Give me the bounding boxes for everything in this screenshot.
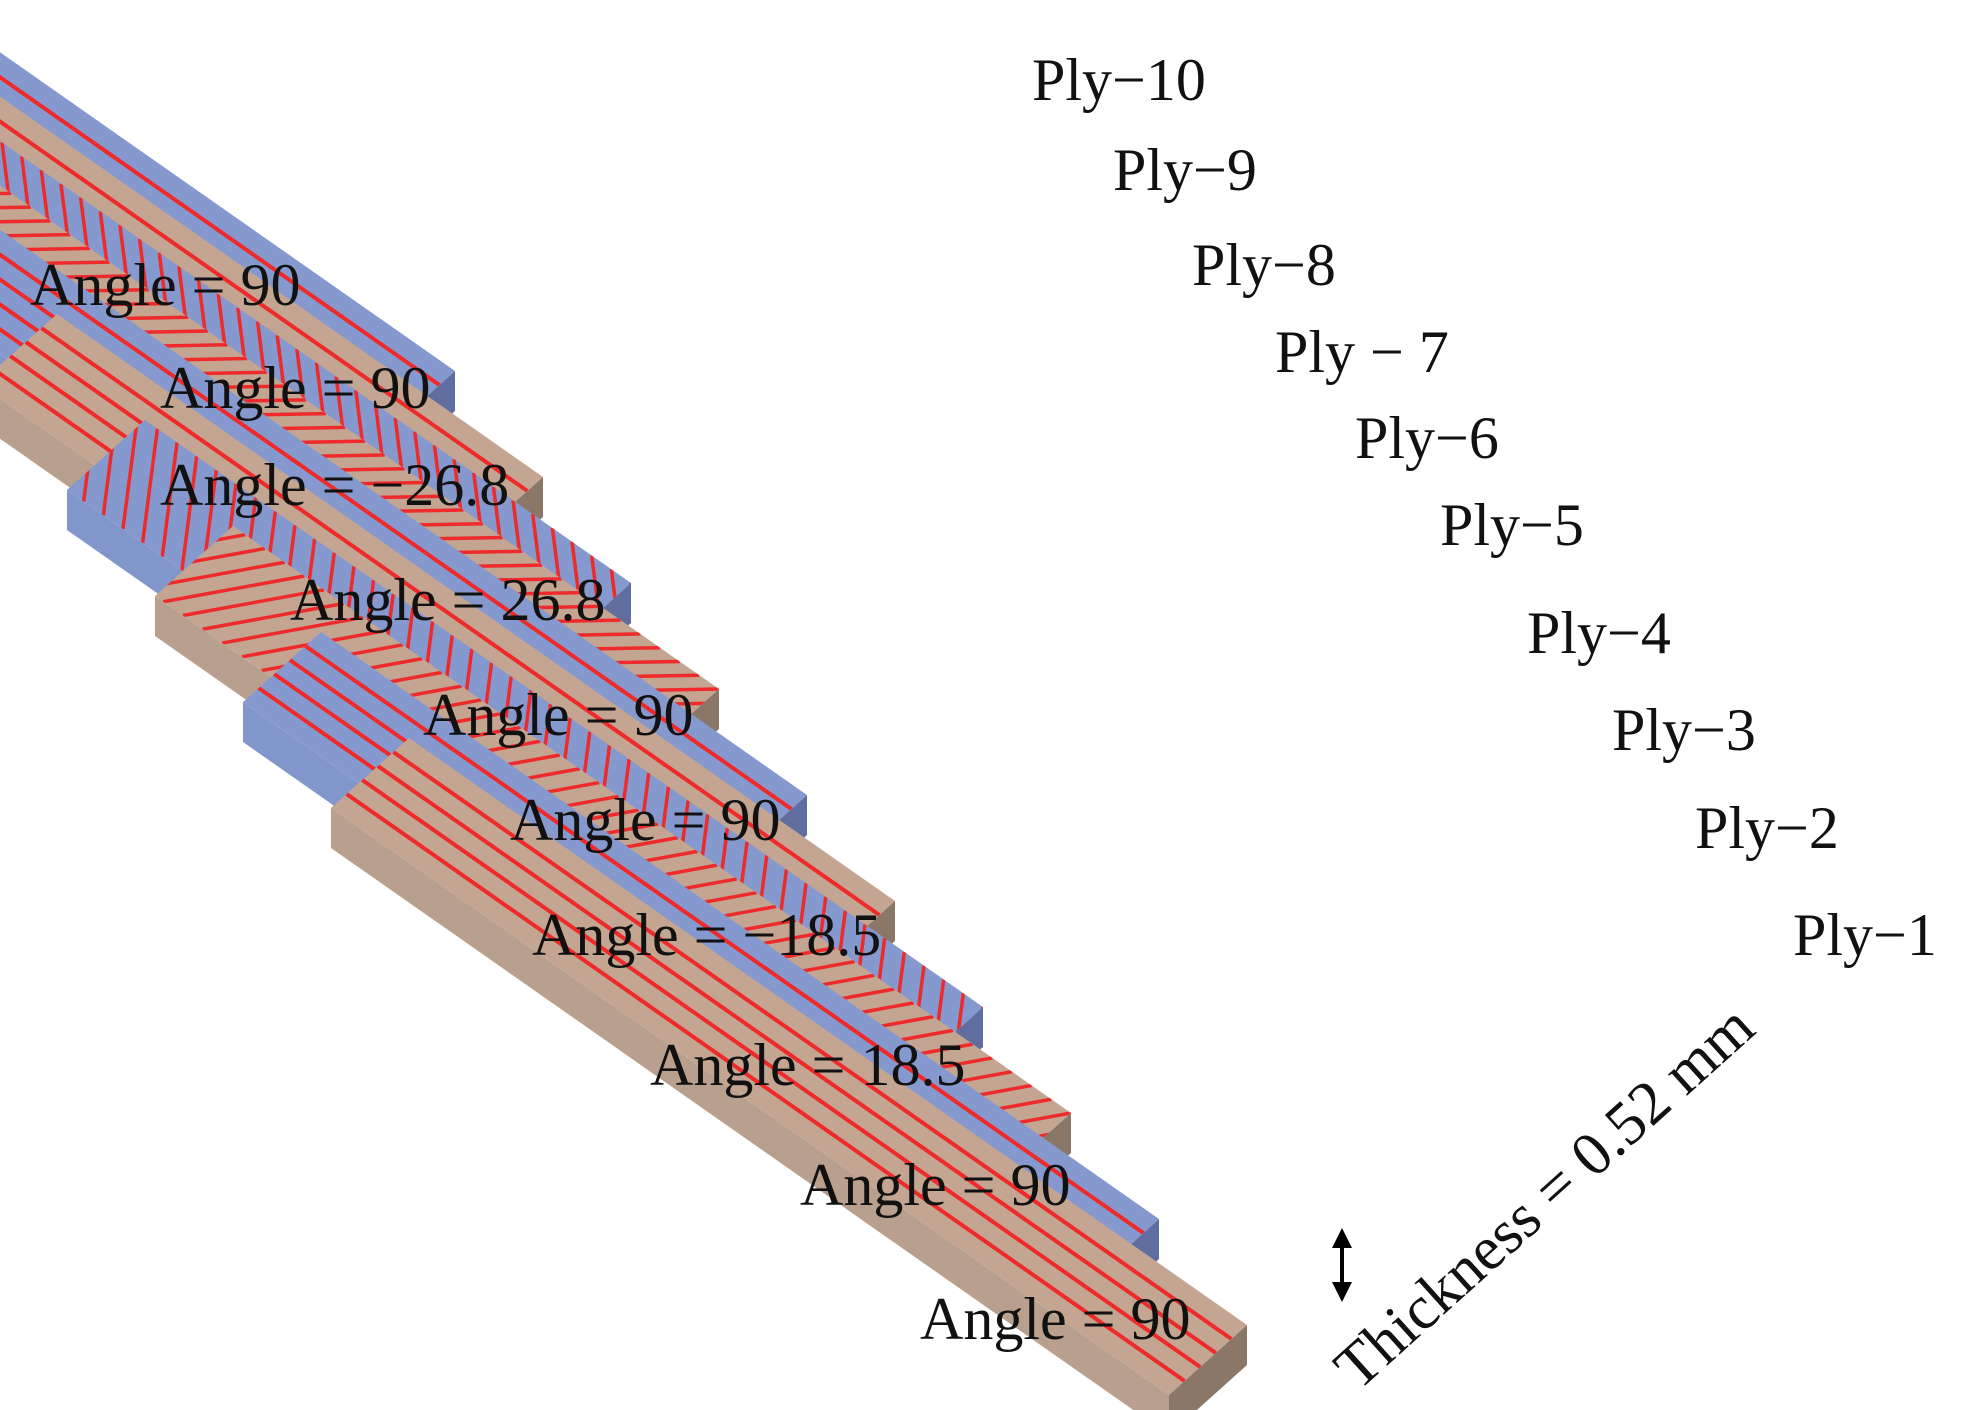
ply-label-6: Ply−6 — [1355, 405, 1499, 471]
fiber-line — [0, 232, 71, 240]
ply-label-8: Ply−8 — [1192, 232, 1336, 298]
fiber-line — [155, 546, 266, 576]
angle-label-ply-2: Angle = 90 — [800, 1152, 1070, 1218]
fiber-line — [202, 601, 344, 631]
fiber-line — [160, 442, 179, 557]
fiber-line — [121, 420, 140, 530]
ply-label-10: Ply−10 — [1032, 47, 1206, 113]
fiber-line — [182, 588, 325, 618]
ply-label-5: Ply−5 — [1440, 492, 1584, 558]
ply-label-4: Ply−4 — [1527, 600, 1671, 666]
fiber-line — [304, 644, 1145, 1235]
fiber-line — [345, 792, 1186, 1383]
fiber-line — [162, 574, 305, 604]
ply-label-3: Ply−3 — [1612, 697, 1756, 763]
fiber-line — [0, 220, 793, 811]
angle-label-ply-4: Angle = −18.5 — [532, 902, 881, 968]
fiber-line — [361, 778, 1202, 1369]
ply-1-top-face — [331, 738, 1247, 1395]
ply-labels: Angle = 90 Angle = 90 Angle = 18.5 Angle… — [30, 47, 1937, 1352]
angle-label-ply-10: Angle = 90 — [30, 252, 300, 318]
thickness-label: Thickness = 0.52 mm — [1322, 992, 1767, 1402]
ply-label-1: Ply−1 — [1793, 902, 1937, 968]
fiber-line — [140, 428, 160, 544]
fiber-line — [40, 326, 881, 917]
ply-1-front-face — [331, 808, 1169, 1410]
angle-label-ply-1: Angle = 90 — [920, 1286, 1190, 1352]
angle-label-ply-8: Angle = −26.8 — [160, 452, 509, 518]
fiber-line — [0, 205, 32, 212]
fiber-line — [0, 219, 51, 226]
fiber-line — [0, 0, 441, 387]
fiber-line — [0, 0, 529, 493]
ply-label-7: Ply − 7 — [1275, 319, 1449, 385]
fiber-line — [376, 764, 1217, 1355]
angle-label-ply-3: Angle = 18.5 — [650, 1032, 965, 1098]
ply-1-fibers — [345, 750, 1233, 1383]
angle-label-ply-7: Angle = 26.8 — [290, 567, 605, 633]
angle-label-ply-9: Angle = 90 — [160, 355, 430, 421]
ply-steps — [0, 0, 1247, 1410]
fiber-line — [180, 455, 199, 571]
ply-label-9: Ply−9 — [1113, 137, 1257, 203]
ply-step-1 — [331, 738, 1247, 1410]
angle-label-ply-6: Angle = 90 — [423, 682, 693, 748]
fiber-line — [392, 750, 1233, 1341]
ply-1-end-face — [1169, 1325, 1247, 1410]
angle-label-ply-5: Angle = 90 — [510, 787, 780, 853]
ply-label-2: Ply−2 — [1695, 795, 1839, 861]
fiber-line — [221, 615, 364, 645]
